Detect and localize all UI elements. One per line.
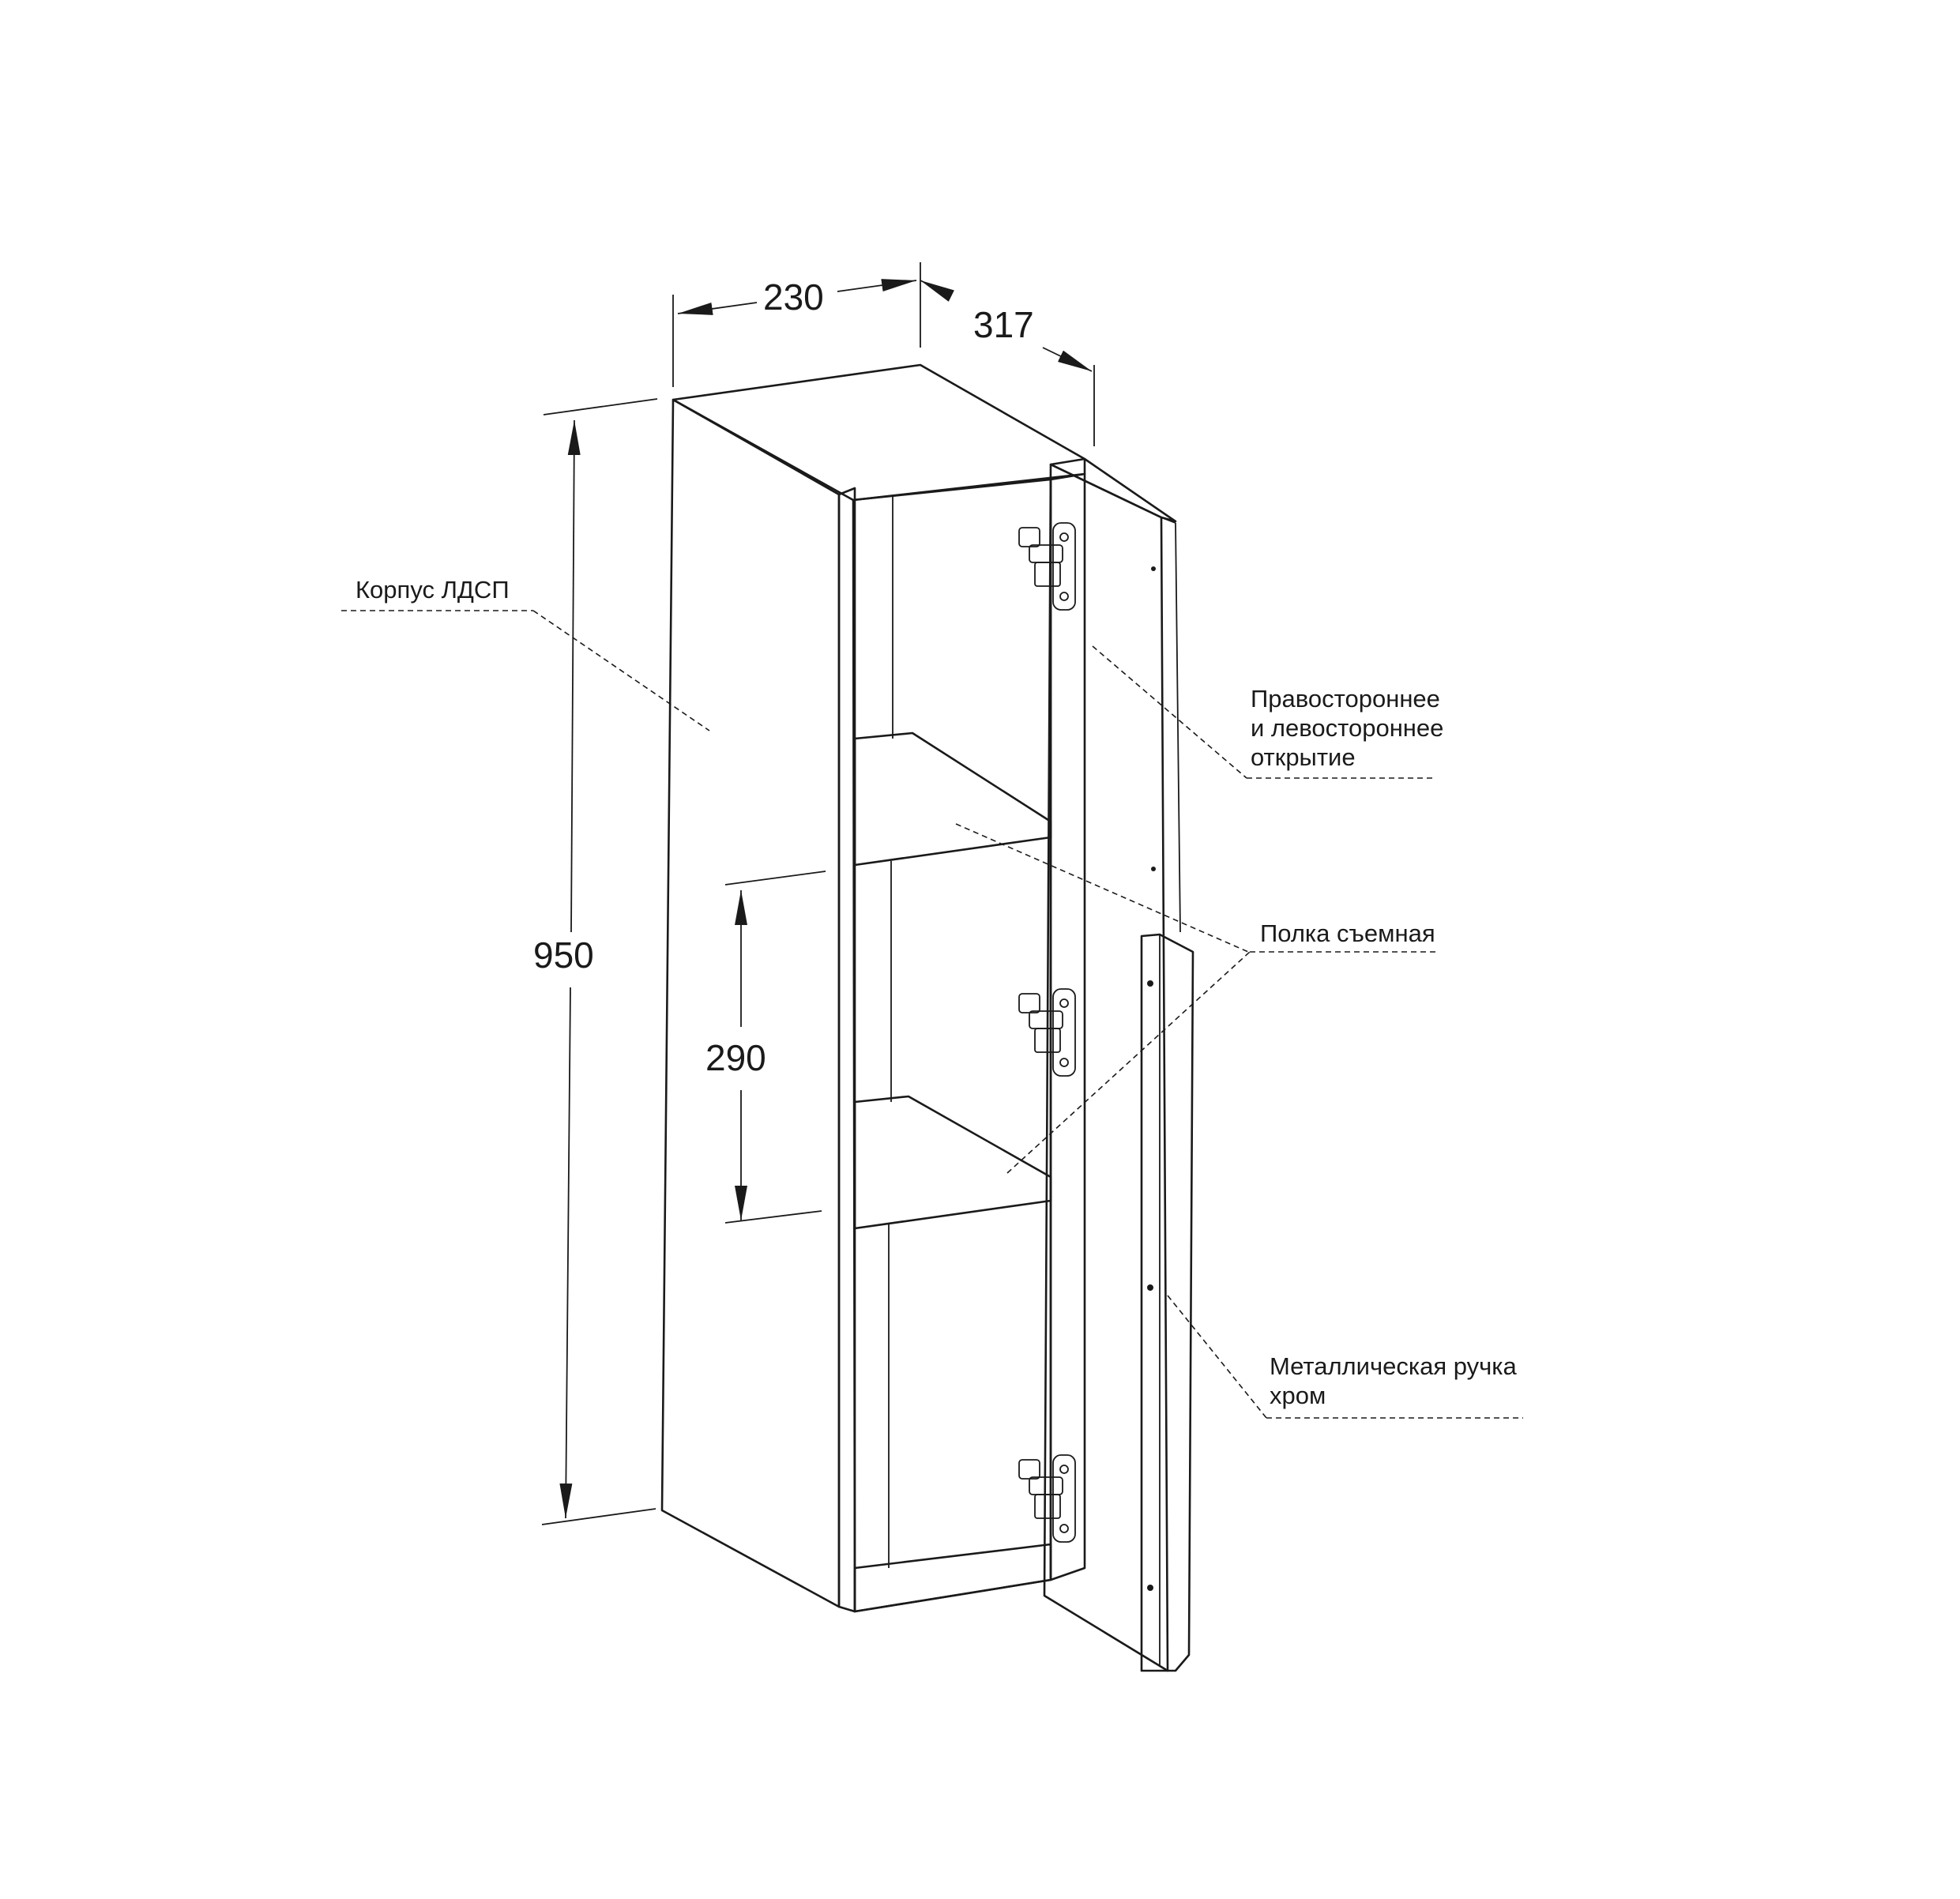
callout-handle-1: Металлическая ручка [1270, 1352, 1518, 1380]
hinge-middle [1018, 988, 1076, 1077]
callout-body: Корпус ЛДСП [356, 576, 510, 604]
cabinet [660, 363, 1194, 1672]
bottom-panel [853, 1543, 1052, 1613]
hinge-bottom [1018, 1454, 1076, 1543]
dimension-lines [541, 262, 1095, 1525]
dim-depth: 317 [973, 304, 1034, 345]
left-side-panel [660, 398, 841, 1608]
callout-opening-3: открытие [1251, 743, 1356, 771]
hinge-top [1018, 522, 1076, 611]
callout-opening-2: и левостороннее [1251, 714, 1443, 742]
dim-shelf-spacing: 290 [705, 1037, 766, 1078]
inner-right-side [1049, 472, 1086, 1581]
callout-shelf: Полка съемная [1260, 919, 1435, 947]
dim-height: 950 [533, 934, 594, 976]
door-edge [1049, 457, 1177, 523]
dimension-labels: 230 317 950 290 [533, 276, 1034, 1078]
callout-labels: Корпус ЛДСП Правостороннее и левосторонн… [356, 576, 1518, 1409]
callout-handle-2: хром [1270, 1382, 1326, 1409]
dim-width: 230 [763, 276, 824, 318]
callout-opening-1: Правостороннее [1251, 685, 1440, 713]
inner-back-wall [852, 478, 1052, 1613]
callout-leaders [341, 610, 1523, 1419]
shelf-upper [853, 731, 1052, 867]
shelf-lower [853, 1095, 1052, 1230]
top-panel [672, 363, 1086, 502]
